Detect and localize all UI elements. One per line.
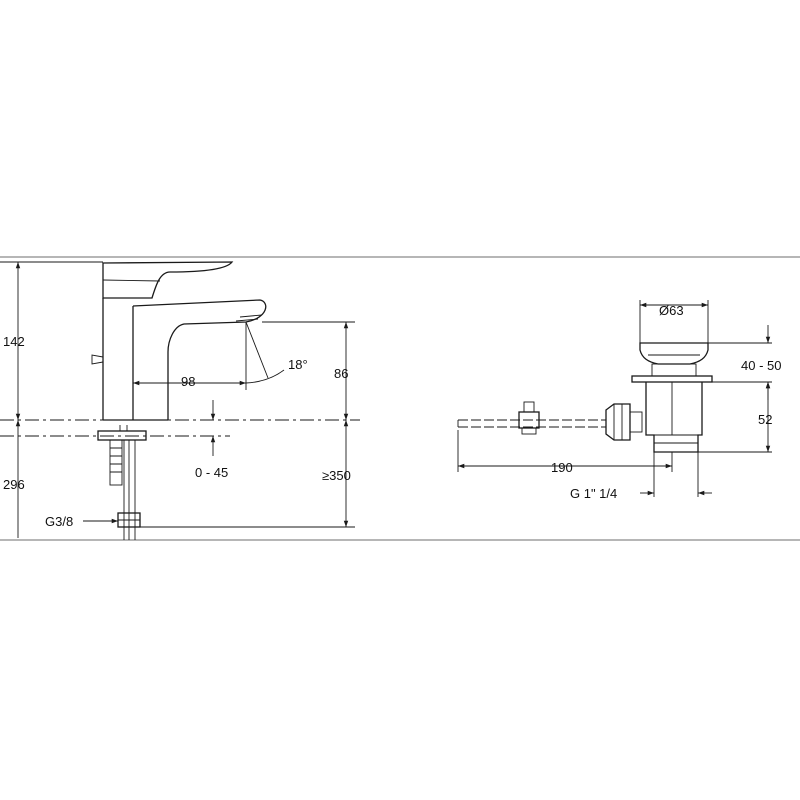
popup-plug [639,342,709,365]
dim-hose-length: ≥350 [322,468,351,483]
dim-spray-angle: 18° [288,357,308,372]
dim-deck-range: 0 - 45 [195,465,228,480]
drawing-frame [0,256,800,541]
dim-thread: G 1" 1/4 [570,486,617,501]
faucet-dimensions [0,261,355,538]
dim-body-height: 52 [758,412,772,427]
dim-below-deck: 296 [3,477,25,492]
faucet-body [102,298,168,421]
dim-stroke: 40 - 50 [741,358,781,373]
dim-spout-height: 86 [334,366,348,381]
dim-total-height: 142 [3,334,25,349]
lever-handle [102,261,234,299]
dim-diameter: Ø63 [659,303,684,318]
dim-spout-reach: 98 [181,374,195,389]
dim-rod-length: 190 [551,460,573,475]
waste-dimensions [457,300,772,497]
dim-connection: G3/8 [45,514,73,529]
spout [132,299,267,420]
faucet-drawing [0,261,360,540]
waste-body [645,382,703,453]
waste-drawing [457,342,713,453]
base-plate [97,430,147,441]
